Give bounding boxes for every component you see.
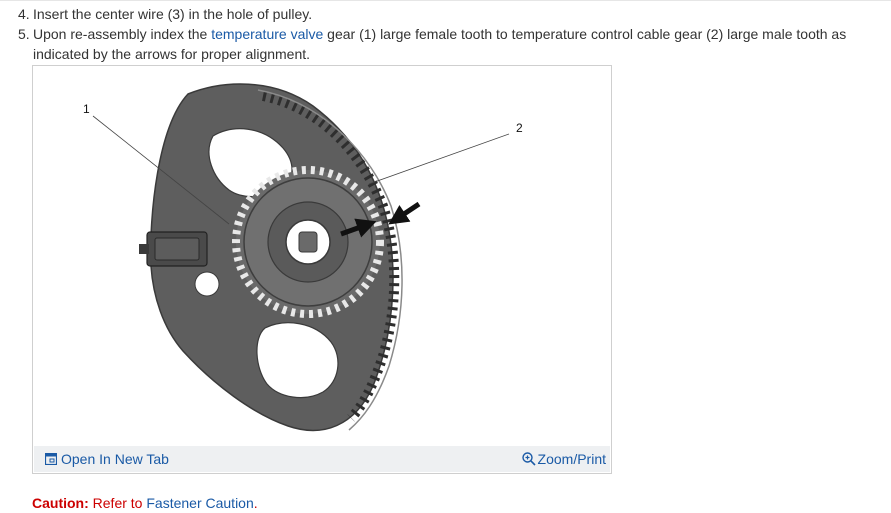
step-text-after: gear (1) large female tooth to temperatu… xyxy=(33,26,847,62)
step-5: 5. Upon re-assembly index the temperatur… xyxy=(0,24,870,64)
step-number: 5. xyxy=(18,26,30,42)
caution-text: Refer to xyxy=(88,495,147,511)
open-in-new-tab-link[interactable]: Open In New Tab xyxy=(44,451,169,467)
step-4: 4. Insert the center wire (3) in the hol… xyxy=(0,4,870,24)
callout-1: 1 xyxy=(83,102,90,116)
procedure-steps: 4. Insert the center wire (3) in the hol… xyxy=(0,4,870,64)
zoom-print-link[interactable]: Zoom/Print xyxy=(521,451,606,467)
outer-edge xyxy=(257,89,403,431)
figure-toolbar: Open In New Tab Zoom/Print xyxy=(34,446,610,472)
window-lower xyxy=(256,322,339,399)
step-text-before: Upon re-assembly index the xyxy=(33,26,212,42)
caution-end: . xyxy=(253,495,258,511)
gear-key xyxy=(298,231,318,253)
alignment-arrow-2 xyxy=(388,201,421,225)
outer-rim xyxy=(261,91,400,422)
temperature-valve-link[interactable]: temperature valve xyxy=(211,26,324,42)
figure-container: 1 2 Open In New Tab Zoom/Print xyxy=(32,65,612,474)
new-tab-icon xyxy=(44,452,58,466)
step-text: Insert the center wire (3) in the hole o… xyxy=(33,6,313,22)
electrical-connector xyxy=(139,231,208,267)
alignment-arrow-1 xyxy=(340,218,377,238)
top-divider xyxy=(0,0,891,1)
step-number: 4. xyxy=(18,6,30,22)
caution-note: Caution: Refer to Fastener Caution. xyxy=(32,494,258,512)
leader-1 xyxy=(92,115,230,225)
zoom-print-label: Zoom/Print xyxy=(537,451,606,467)
callout-2: 2 xyxy=(516,121,523,135)
small-hole xyxy=(194,271,220,297)
leader-2 xyxy=(368,133,510,185)
fastener-caution-link[interactable]: Fastener Caution xyxy=(146,495,254,511)
zoom-icon xyxy=(521,452,536,466)
gear-illustration: 1 2 xyxy=(83,83,523,432)
open-tab-label: Open In New Tab xyxy=(61,451,169,467)
caution-label: Caution: xyxy=(32,495,89,511)
